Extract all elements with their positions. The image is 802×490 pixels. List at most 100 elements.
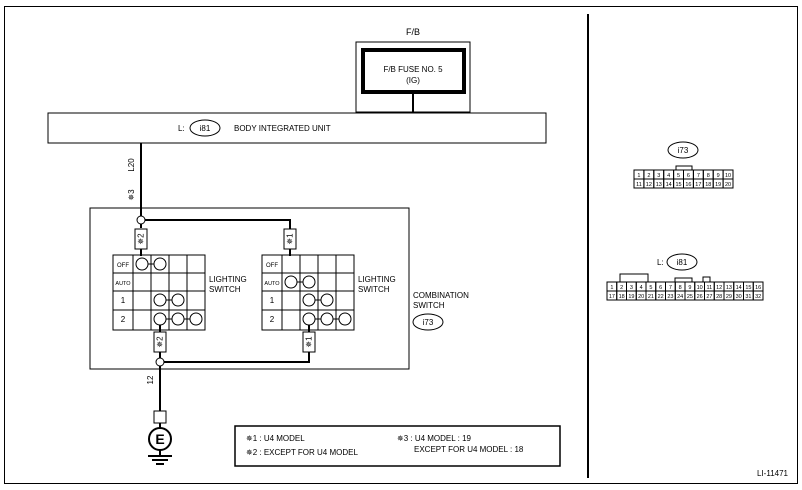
connector-i73-pin-number: 18 (705, 182, 711, 188)
connector-i73-pin-number: 4 (667, 173, 670, 179)
right-switch-grid (261, 254, 355, 331)
switch-unit-connector: i73 (423, 318, 434, 327)
connector-i73-pin-number: 17 (695, 182, 701, 188)
connector-i81-pin-number: 22 (658, 294, 664, 300)
connector-i81-pin-number: 1 (610, 285, 613, 291)
connector-i81-pin-number: 26 (697, 294, 703, 300)
connector-i81-pin-number: 8 (679, 285, 682, 291)
connector-i73-pin-number: 6 (687, 173, 690, 179)
connector-i81-pin-number: 24 (677, 294, 683, 300)
connector-i81-pin-number: 30 (736, 294, 742, 300)
connector-i81-pin-number: 31 (745, 294, 751, 300)
right-switch-label-2: SWITCH (358, 285, 390, 294)
connector-i81-pin-number: 4 (640, 285, 643, 291)
connector-i81-pin-number: 17 (609, 294, 615, 300)
left-switch-grid (112, 254, 206, 331)
connector-i73-pin-number: 5 (677, 173, 680, 179)
connector-i73-pin-number: 16 (685, 182, 691, 188)
connector-i81-pin-number: 2 (620, 285, 623, 291)
note-2: ✵2 : EXCEPT FOR U4 MODEL (246, 448, 358, 457)
connector-i81-pin-number: 14 (736, 285, 742, 291)
connector-i81-pin-number: 3 (630, 285, 633, 291)
connector-i73-pin-number: 12 (646, 182, 652, 188)
top-splice (136, 215, 146, 225)
wire-12-label: 12 (146, 375, 155, 384)
left-row-1: 1 (121, 296, 126, 305)
left-top-tag: ✵2 (137, 233, 146, 245)
connector-i81-pin-number: 32 (755, 294, 761, 300)
connector-i81-pin-number: 15 (745, 285, 751, 291)
figure-id: LI-11471 (757, 469, 789, 478)
body-integrated-unit-box (47, 112, 547, 144)
connector-i81-pin-number: 12 (716, 285, 722, 291)
connector-i81-pin-number: 5 (649, 285, 652, 291)
connector-i81-pin-number: 28 (716, 294, 722, 300)
right-row-auto: AUTO (264, 281, 280, 287)
connector-i73-oval (667, 141, 699, 159)
connector-i81-pin-number: 16 (755, 285, 761, 291)
connector-i81-pin-number: 18 (619, 294, 625, 300)
right-row-2: 2 (270, 315, 275, 324)
connector-i73-label: i73 (678, 146, 689, 155)
connector-i81-pin-number: 27 (706, 294, 712, 300)
connector-i81-pin-number: 6 (659, 285, 662, 291)
connector-i73-pin-number: 3 (657, 173, 660, 179)
body-unit-connector-oval (189, 119, 221, 137)
connector-i81-pin-number: 20 (638, 294, 644, 300)
connector-i81-pin-number: 7 (669, 285, 672, 291)
right-row-1: 1 (270, 296, 275, 305)
right-switch-contacts (284, 275, 352, 326)
connector-i81-oval (666, 253, 698, 271)
connector-i73-pin-number: 11 (636, 182, 642, 188)
left-switch-label-1: LIGHTING (209, 275, 247, 284)
body-unit-connector: i81 (200, 124, 211, 133)
notes-box (234, 425, 561, 467)
left-row-2: 2 (121, 315, 126, 324)
connector-i73-pin-number: 1 (637, 173, 640, 179)
connector-i81-prefix: L: (657, 258, 664, 267)
switch-connector-oval (412, 313, 444, 331)
left-bottom-tag: ✵2 (156, 336, 165, 348)
ground-terminal (153, 410, 167, 424)
note-3b: EXCEPT FOR U4 MODEL : 18 (414, 445, 524, 454)
right-switch-label-1: LIGHTING (358, 275, 396, 284)
right-row-off: OFF (266, 263, 278, 269)
connector-i73-pin-number: 19 (715, 182, 721, 188)
body-unit-prefix: L: (178, 124, 185, 133)
connector-i81-pin-number: 25 (687, 294, 693, 300)
connector-i81-pin-number: 21 (648, 294, 654, 300)
connector-i81-pin-number: 29 (726, 294, 732, 300)
connector-i81-label: i81 (677, 258, 688, 267)
connector-i81-key (607, 273, 763, 283)
bottom-splice (155, 357, 165, 367)
fuse-label: F/B FUSE NO. 5 (383, 65, 443, 74)
connector-i73-pin-number: 9 (717, 173, 720, 179)
connector-i81-pin-number: 9 (688, 285, 691, 291)
left-switch-label-2: SWITCH (209, 285, 241, 294)
left-row-off: OFF (117, 263, 129, 269)
top-branch-wire (145, 219, 291, 229)
switch-unit-label-1: COMBINATION (413, 291, 469, 300)
fuse-block-label: F/B (406, 27, 420, 37)
connector-i73-pin-number: 2 (647, 173, 650, 179)
note-3a: ✵3 : U4 MODEL : 19 (397, 434, 472, 443)
bottom-branch-wire (164, 352, 310, 363)
connector-i73-pin-number: 14 (666, 182, 672, 188)
right-bottom-tag: ✵1 (305, 336, 314, 348)
connector-i81-pin-number: 23 (667, 294, 673, 300)
connector-i81-pin-cell (752, 290, 764, 301)
connector-i81-pin-number: 10 (697, 285, 703, 291)
connector-i81-pin-number: 13 (726, 285, 732, 291)
connector-i73-key (634, 165, 733, 171)
switch-unit-label-2: SWITCH (413, 301, 445, 310)
wire-l20-label: L20 (127, 158, 136, 172)
connector-i81-pin-number: 11 (707, 285, 713, 291)
outer-frame (4, 6, 798, 484)
connector-i73-pin-number: 7 (697, 173, 700, 179)
connector-i73-pin-cell (722, 178, 734, 189)
body-unit-name: BODY INTEGRATED UNIT (234, 124, 331, 133)
connector-i73-pin-number: 20 (725, 182, 731, 188)
